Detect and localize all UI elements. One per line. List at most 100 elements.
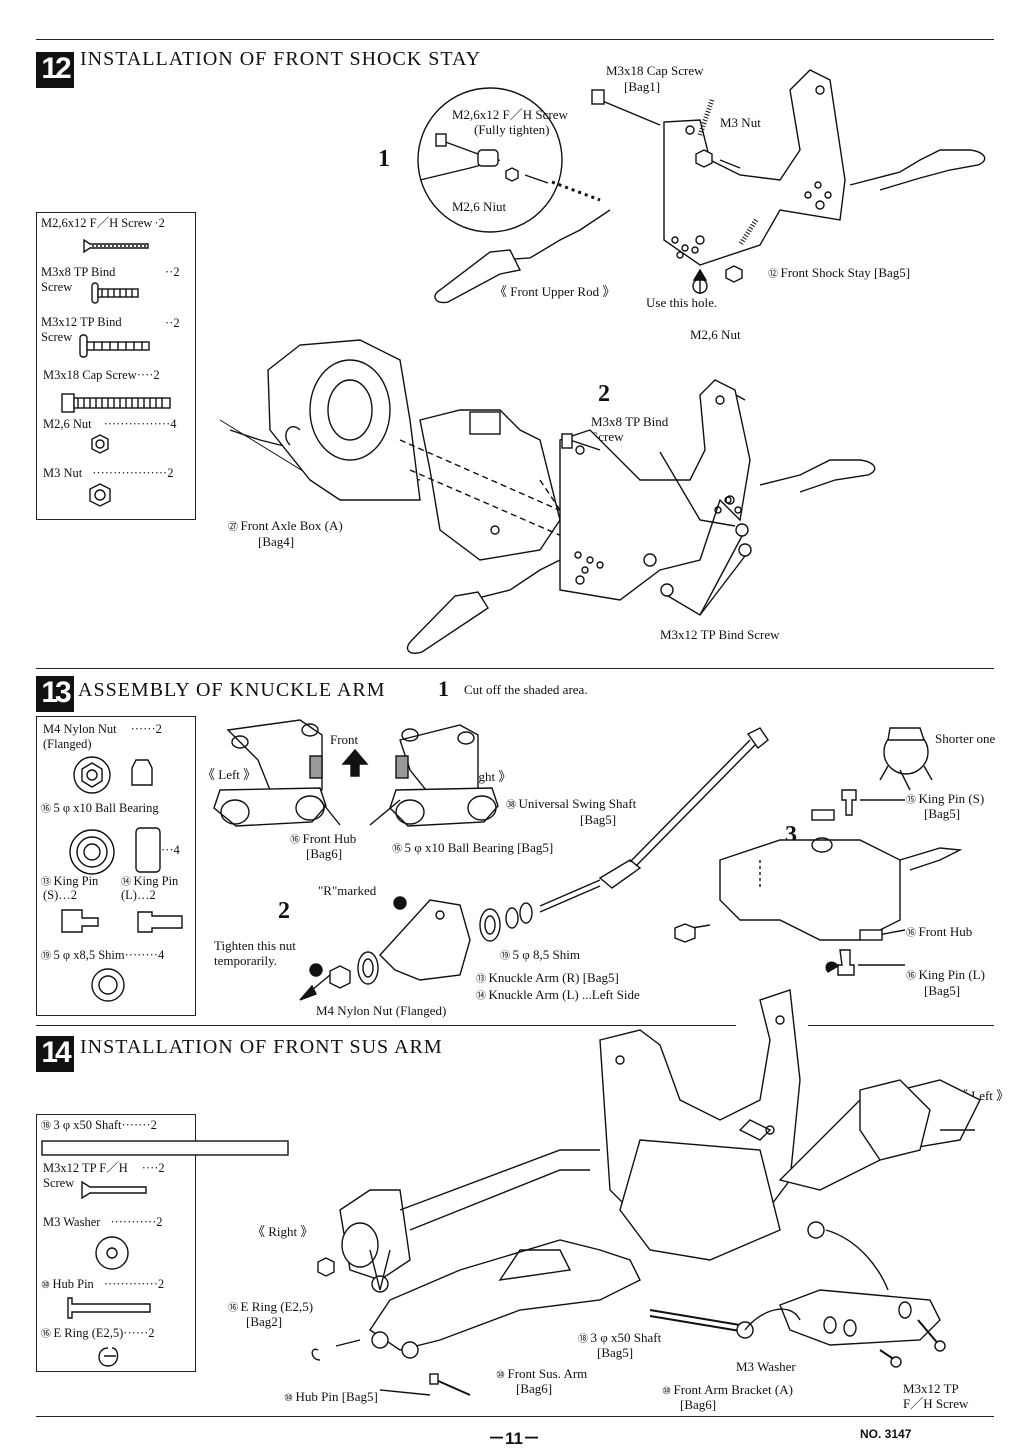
label-king-pin-s-bag: [Bag5] <box>924 806 961 821</box>
label-front-shock-stay: ⑫ Front Shock Stay [Bag5] <box>768 265 911 280</box>
label-knuckle-r: ⑬ Knuckle Arm (R) [Bag5] <box>476 970 619 985</box>
part-ball-bearing: ⑯ 5 φ x10 Ball Bearing <box>41 801 159 815</box>
label-universal-bag: [Bag5] <box>580 812 617 827</box>
step13-2-knuckle-arm <box>299 727 769 1001</box>
label-cap-screw: M3x18 Cap Screw <box>606 63 704 78</box>
step12-1-shock-stay <box>417 69 986 304</box>
label-king-pin-s: ⑮ King Pin (S) <box>906 791 985 806</box>
section-13-step-2: 2 <box>278 898 290 924</box>
part-m3x12-tp-bind-screw: Screw <box>41 330 73 344</box>
part-m4-nylon-nut-flanged: (Flanged) <box>43 737 92 751</box>
label-front-arm-bracket-bag: [Bag6] <box>680 1397 717 1412</box>
label-front-hub-right: ⑯ Front Hub <box>906 924 973 939</box>
section-13-number: 13 <box>36 676 74 712</box>
label-e-ring: ⑯ E Ring (E2,5) <box>228 1299 314 1314</box>
label-m26-nut: M2,6 Nut <box>690 327 741 342</box>
part-m3x12-tp-fh: M3x12 TP F／H····2 <box>43 1161 165 1175</box>
part-shaft: ⑱ 3 φ x50 Shaft·······2 <box>41 1118 157 1132</box>
label-front-sus-arm-bag: [Bag6] <box>516 1381 553 1396</box>
label-ball-bearing: ⑯ 5 φ x10 Ball Bearing [Bag5] <box>392 840 554 855</box>
part-cap-screw: M3x18 Cap Screw····2 <box>43 368 160 382</box>
part-m3-nut: M3 Nut··················2 <box>43 466 174 480</box>
part-m3-washer: M3 Washer···········2 <box>43 1215 163 1229</box>
label-fh-screw: M2,6x12 F／H Screw <box>452 107 568 122</box>
page-number: －11－ <box>488 1429 540 1448</box>
section-divider-14-left <box>36 1025 736 1026</box>
step14-sus-arm <box>311 989 981 1396</box>
label-temporarily: temporarily. <box>214 953 278 968</box>
label-cap-screw-bag: [Bag1] <box>624 79 661 94</box>
label-shorter-one: Shorter one <box>935 731 996 746</box>
part-m3x12-tp-bind: M3x12 TP Bind <box>41 315 122 329</box>
part-m3x12-tp-fh-screw: Screw <box>43 1176 75 1190</box>
document-number: NO. 3147 <box>860 1427 912 1441</box>
part-king-pin-s-qty: (S)…2 <box>43 888 78 902</box>
part-shim: ⑲ 5 φ x8,5 Shim········4 <box>41 948 165 962</box>
section-12-step-1: 1 <box>378 146 390 172</box>
part-ball-bearing-qty: ···4 <box>161 843 180 857</box>
parts-14-icons <box>41 1140 289 1367</box>
step12-2-axle-box <box>219 339 876 654</box>
label-front: Front <box>330 732 359 747</box>
part-m26-nut: M2,6 Nut················4 <box>43 417 177 431</box>
step13-3-king-pins <box>674 727 963 976</box>
section-13-step-1: 1 <box>438 676 449 701</box>
part-fh-screw: M2,6x12 F／H Screw·2 <box>41 216 165 230</box>
part-king-pin-s: ⑬ King Pin <box>41 874 99 888</box>
label-m3-washer: M3 Washer <box>736 1359 796 1374</box>
label-m3x12-tp-bind-screw: M3x12 TP Bind Screw <box>660 627 780 642</box>
section-divider-14-right <box>808 1025 994 1026</box>
label-king-pin-l-bag: [Bag5] <box>924 983 961 998</box>
label-front-upper-rod: 《 Front Upper Rod 》 <box>494 284 616 299</box>
label-tighten-nut: Tighten this nut <box>214 938 296 953</box>
part-m3x8-tp-bind: M3x8 TP Bind <box>41 265 116 279</box>
part-m4-nylon-nut: M4 Nylon Nut······2 <box>43 722 162 736</box>
parts-12-icons <box>61 238 171 507</box>
section-13-title: ASSEMBLY OF KNUCKLE ARM <box>78 679 386 701</box>
label-shaft: ⑱ 3 φ x50 Shaft <box>578 1330 662 1345</box>
label-r-marked: "R"marked <box>318 883 377 898</box>
section-divider-13 <box>36 668 994 669</box>
label-shim: ⑲ 5 φ 8,5 Shim <box>500 947 580 962</box>
label-fully-tighten: (Fully tighten) <box>474 122 550 137</box>
label-left: 《 Left 》 <box>202 767 257 782</box>
label-e-ring-bag: [Bag2] <box>246 1314 283 1329</box>
section-14-parts-box: ⑱ 3 φ x50 Shaft·······2 M3x12 TP F／H····… <box>36 1114 196 1372</box>
part-king-pin-l: ⑭ King Pin <box>121 874 179 888</box>
step13-1-front-hubs <box>213 719 499 827</box>
label-knuckle-l: ⑭ Knuckle Arm (L) ...Left Side <box>476 987 640 1002</box>
section-12-parts-box: M2,6x12 F／H Screw·2 M3x8 TP Bind Screw ·… <box>36 212 196 520</box>
label-universal-swing-shaft: ㊳ Universal Swing Shaft <box>506 796 637 811</box>
label-front-hub: ⑯ Front Hub <box>290 831 357 846</box>
label-front-axle-box-bag: [Bag4] <box>258 534 295 549</box>
section-14-number: 14 <box>36 1036 74 1072</box>
label-nylon-nut: M4 Nylon Nut (Flanged) <box>316 1003 447 1018</box>
parts-13-icons <box>61 756 183 1002</box>
label-front-axle-box: ㉗ Front Axle Box (A) <box>228 518 343 533</box>
label-hub-pin: ⑩ Hub Pin [Bag5] <box>284 1389 378 1404</box>
label-m3x12-tp: M3x12 TP <box>903 1381 959 1396</box>
part-e-ring: ⑯ E Ring (E2,5)······2 <box>41 1326 155 1340</box>
part-m3x8-qty: ··2 <box>165 265 180 279</box>
part-king-pin-l-qty: (L)…2 <box>121 888 156 902</box>
top-rule <box>36 39 994 40</box>
label-front-sus-arm: ⑩ Front Sus. Arm <box>496 1366 588 1381</box>
section-13-parts-box: M4 Nylon Nut······2 (Flanged) ⑯ 5 φ x10 … <box>36 716 196 1016</box>
label-m3-nut: M3 Nut <box>720 115 761 130</box>
section-14-title: INSTALLATION OF FRONT SUS ARM <box>80 1036 443 1058</box>
label-m26-niut: M2,6 Niut <box>452 199 507 214</box>
label-shaft-bag: [Bag5] <box>597 1345 634 1360</box>
section-12-step-2: 2 <box>598 381 610 407</box>
label-front-arm-bracket: ⑩ Front Arm Bracket (A) <box>662 1382 793 1397</box>
part-m3x8-tp-bind-screw: Screw <box>41 280 73 294</box>
label-front-hub-bag: [Bag6] <box>306 846 343 861</box>
section-12-number: 12 <box>36 52 74 88</box>
label-right-14: 《 Right 》 <box>252 1224 314 1239</box>
part-m3x12-qty: ··2 <box>165 316 180 330</box>
section-12-title: INSTALLATION OF FRONT SHOCK STAY <box>80 48 482 70</box>
label-fh-screw-14: F／H Screw <box>903 1396 969 1411</box>
label-king-pin-l: ⑯ King Pin (L) <box>906 967 985 982</box>
bottom-rule <box>36 1416 994 1417</box>
section-13-step-1-note: Cut off the shaded area. <box>464 682 588 697</box>
